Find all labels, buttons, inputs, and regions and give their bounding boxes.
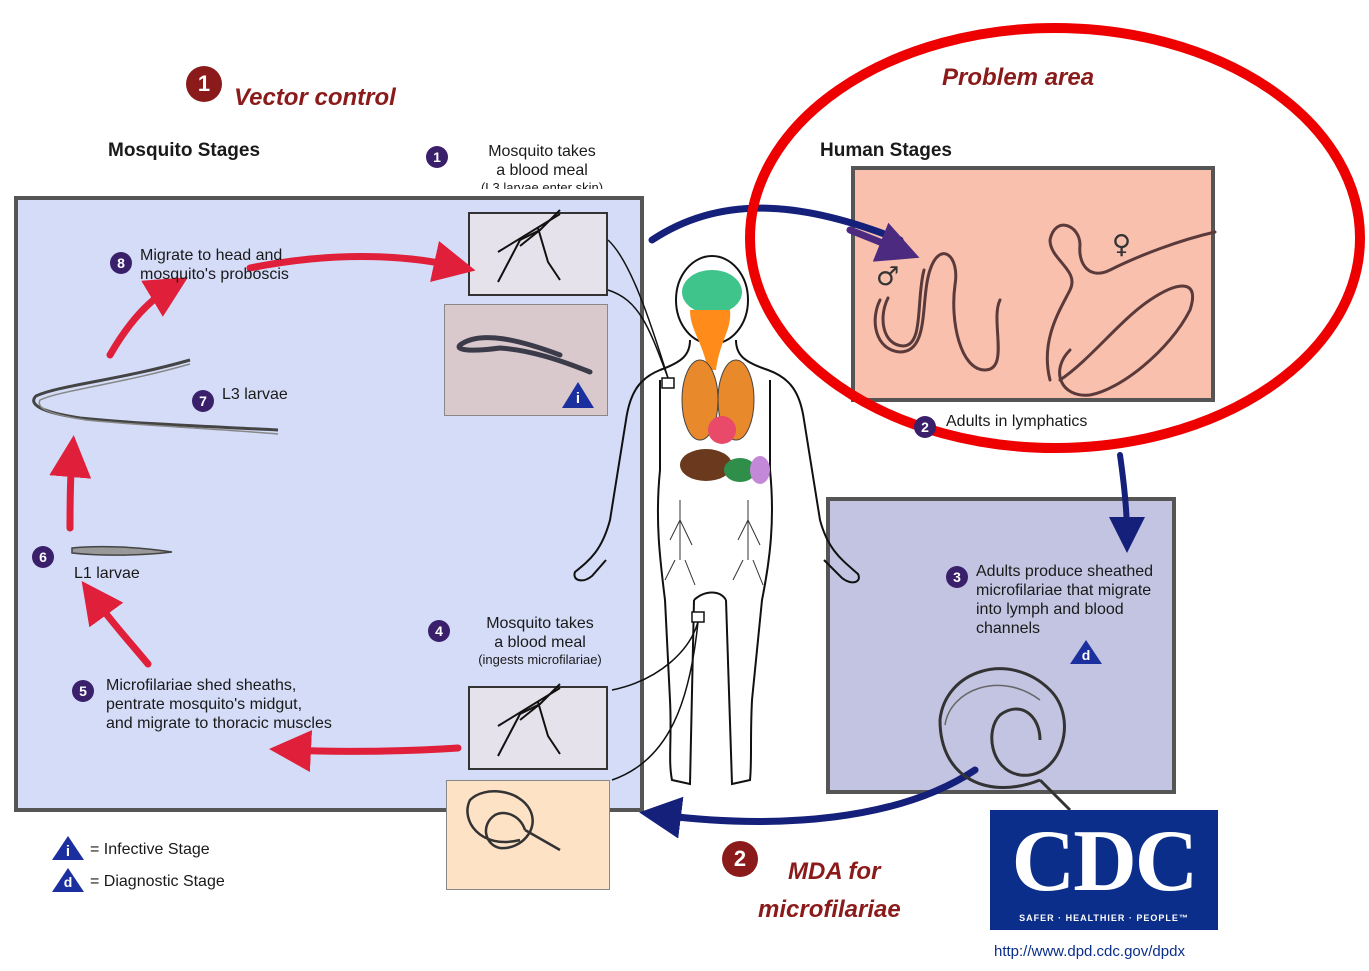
- step-7-text: L3 larvae: [222, 385, 288, 404]
- legend-infective-marker: i: [64, 843, 72, 860]
- step-5-text: Microfilariae shed sheaths, pentrate mos…: [106, 676, 436, 733]
- cdc-url[interactable]: http://www.dpd.cdc.gov/dpdx: [994, 942, 1185, 961]
- mosquito-drawing-bottom: [498, 684, 560, 756]
- mda-label-line1: MDA for: [788, 858, 880, 886]
- mda-number: 2: [722, 841, 758, 877]
- legend-diagnostic-marker: d: [62, 874, 74, 890]
- microfilaria-drawing-bottom: [467, 791, 560, 850]
- step-6-text: L1 larvae: [74, 564, 140, 583]
- step-7-number: 7: [192, 390, 214, 412]
- vector-control-number: 1: [186, 66, 222, 102]
- lymphatic-vessels: [665, 500, 763, 585]
- step-1-number: 1: [426, 146, 448, 168]
- female-symbol: ♀: [1112, 230, 1131, 260]
- cdc-tagline: SAFER · HEALTHIER · PEOPLE™: [990, 913, 1218, 923]
- step-5-number: 5: [72, 680, 94, 702]
- step-4-number: 4: [428, 620, 450, 642]
- legend-diagnostic-text: = Diagnostic Stage: [90, 872, 225, 891]
- microfilaria-drawing-large: [940, 669, 1070, 810]
- problem-area-label: Problem area: [942, 64, 1094, 92]
- step-8-number: 8: [110, 252, 132, 274]
- adult-worms-drawing: [875, 225, 1215, 395]
- step-6-number: 6: [32, 546, 54, 568]
- step-2-number: 2: [914, 416, 936, 438]
- diagnostic-marker-adults: d: [1080, 647, 1092, 663]
- infective-marker-inset: i: [574, 390, 582, 407]
- cdc-logo-text: CDC: [990, 812, 1218, 912]
- cdc-logo: CDC SAFER · HEALTHIER · PEOPLE™: [990, 810, 1218, 930]
- step-4-text: Mosquito takes a blood meal (ingests mic…: [450, 614, 630, 667]
- human-stages-heading: Human Stages: [820, 140, 952, 162]
- l1-larva-drawing: [72, 547, 172, 556]
- l3-larva-drawing: [459, 338, 590, 372]
- arrow-6-to-7: [70, 456, 72, 528]
- arrow-4-to-5: [290, 748, 458, 751]
- step-8-text: Migrate to head and mosquito's proboscis: [140, 246, 380, 284]
- step-3-number: 3: [946, 566, 968, 588]
- arrow-2-to-3: [1120, 455, 1127, 535]
- step-2-text: Adults in lymphatics: [946, 412, 1087, 431]
- legend-infective-text: = Infective Stage: [90, 840, 210, 859]
- human-organs: [680, 270, 770, 484]
- mosquito-stages-heading: Mosquito Stages: [108, 140, 260, 162]
- mda-label-line2: microfilariae: [758, 896, 901, 924]
- vector-control-label: Vector control: [234, 84, 396, 112]
- arrow-5-to-6: [94, 598, 148, 664]
- male-symbol: ♂: [876, 262, 899, 292]
- step-1-text: Mosquito takes a blood meal (L3 larvae e…: [452, 142, 632, 189]
- step-3-text: Adults produce sheathed microfilariae th…: [976, 562, 1226, 638]
- arrow-3-to-4: [660, 770, 975, 821]
- mosquito-drawing-top: [498, 210, 560, 282]
- arrow-7-to-8: [110, 288, 170, 355]
